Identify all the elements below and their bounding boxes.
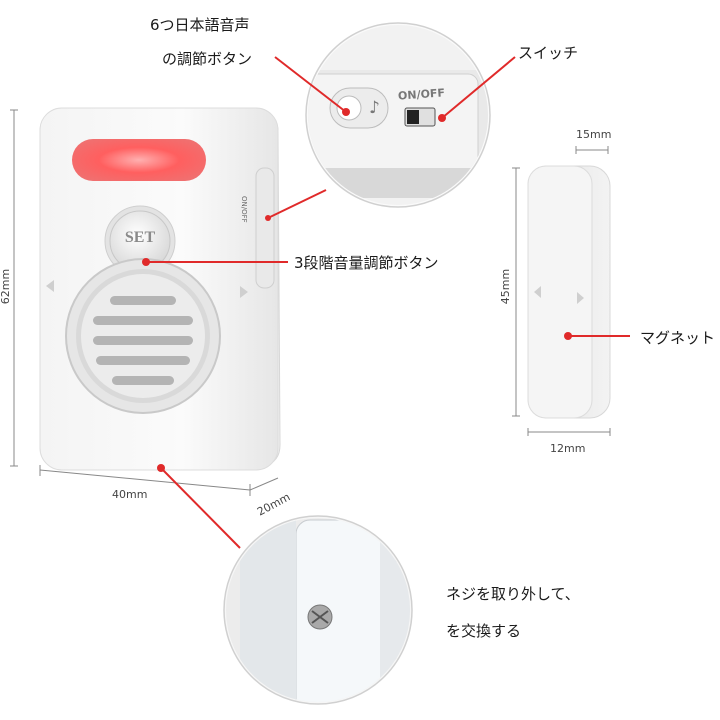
dimension-lines	[10, 109, 611, 496]
height-dimension: 62mm	[0, 268, 13, 305]
set-button-label: SET	[124, 229, 156, 246]
magnet-depth-dimension: 15mm	[576, 128, 612, 141]
callout-dots	[142, 108, 572, 472]
width-dimension: 40mm	[112, 488, 148, 501]
voice-button-label-line2: の調節ボタン	[162, 50, 253, 68]
zoom-screw-detail	[223, 515, 413, 705]
voice-button-label-line1: 6つ日本語音声	[150, 16, 250, 34]
grill-slot	[110, 296, 176, 305]
grill-slot	[112, 376, 174, 385]
switch-label: スイッチ	[518, 44, 579, 62]
zoom-switch-detail	[305, 22, 491, 208]
screw-label-line2: を交換する	[446, 622, 522, 640]
magnet-label: マグネット	[640, 329, 716, 347]
receiver-unit	[39, 107, 281, 471]
grill-slot	[96, 356, 190, 365]
callout-lines	[146, 56, 630, 549]
music-note-icon: ♪	[369, 98, 380, 118]
screw-label-line1: ネジを取り外して、	[446, 585, 580, 603]
magnet-width-dimension: 12mm	[550, 442, 586, 455]
volume-button-label: 3段階音量調節ボタン	[294, 254, 439, 272]
magnet-height-dimension: 45mm	[499, 268, 513, 305]
side-switch-label: ON/OFF	[240, 196, 248, 223]
grill-slot	[93, 336, 193, 345]
grill-slot	[93, 316, 193, 325]
magnet-unit	[527, 165, 611, 419]
led-bar	[72, 139, 206, 181]
